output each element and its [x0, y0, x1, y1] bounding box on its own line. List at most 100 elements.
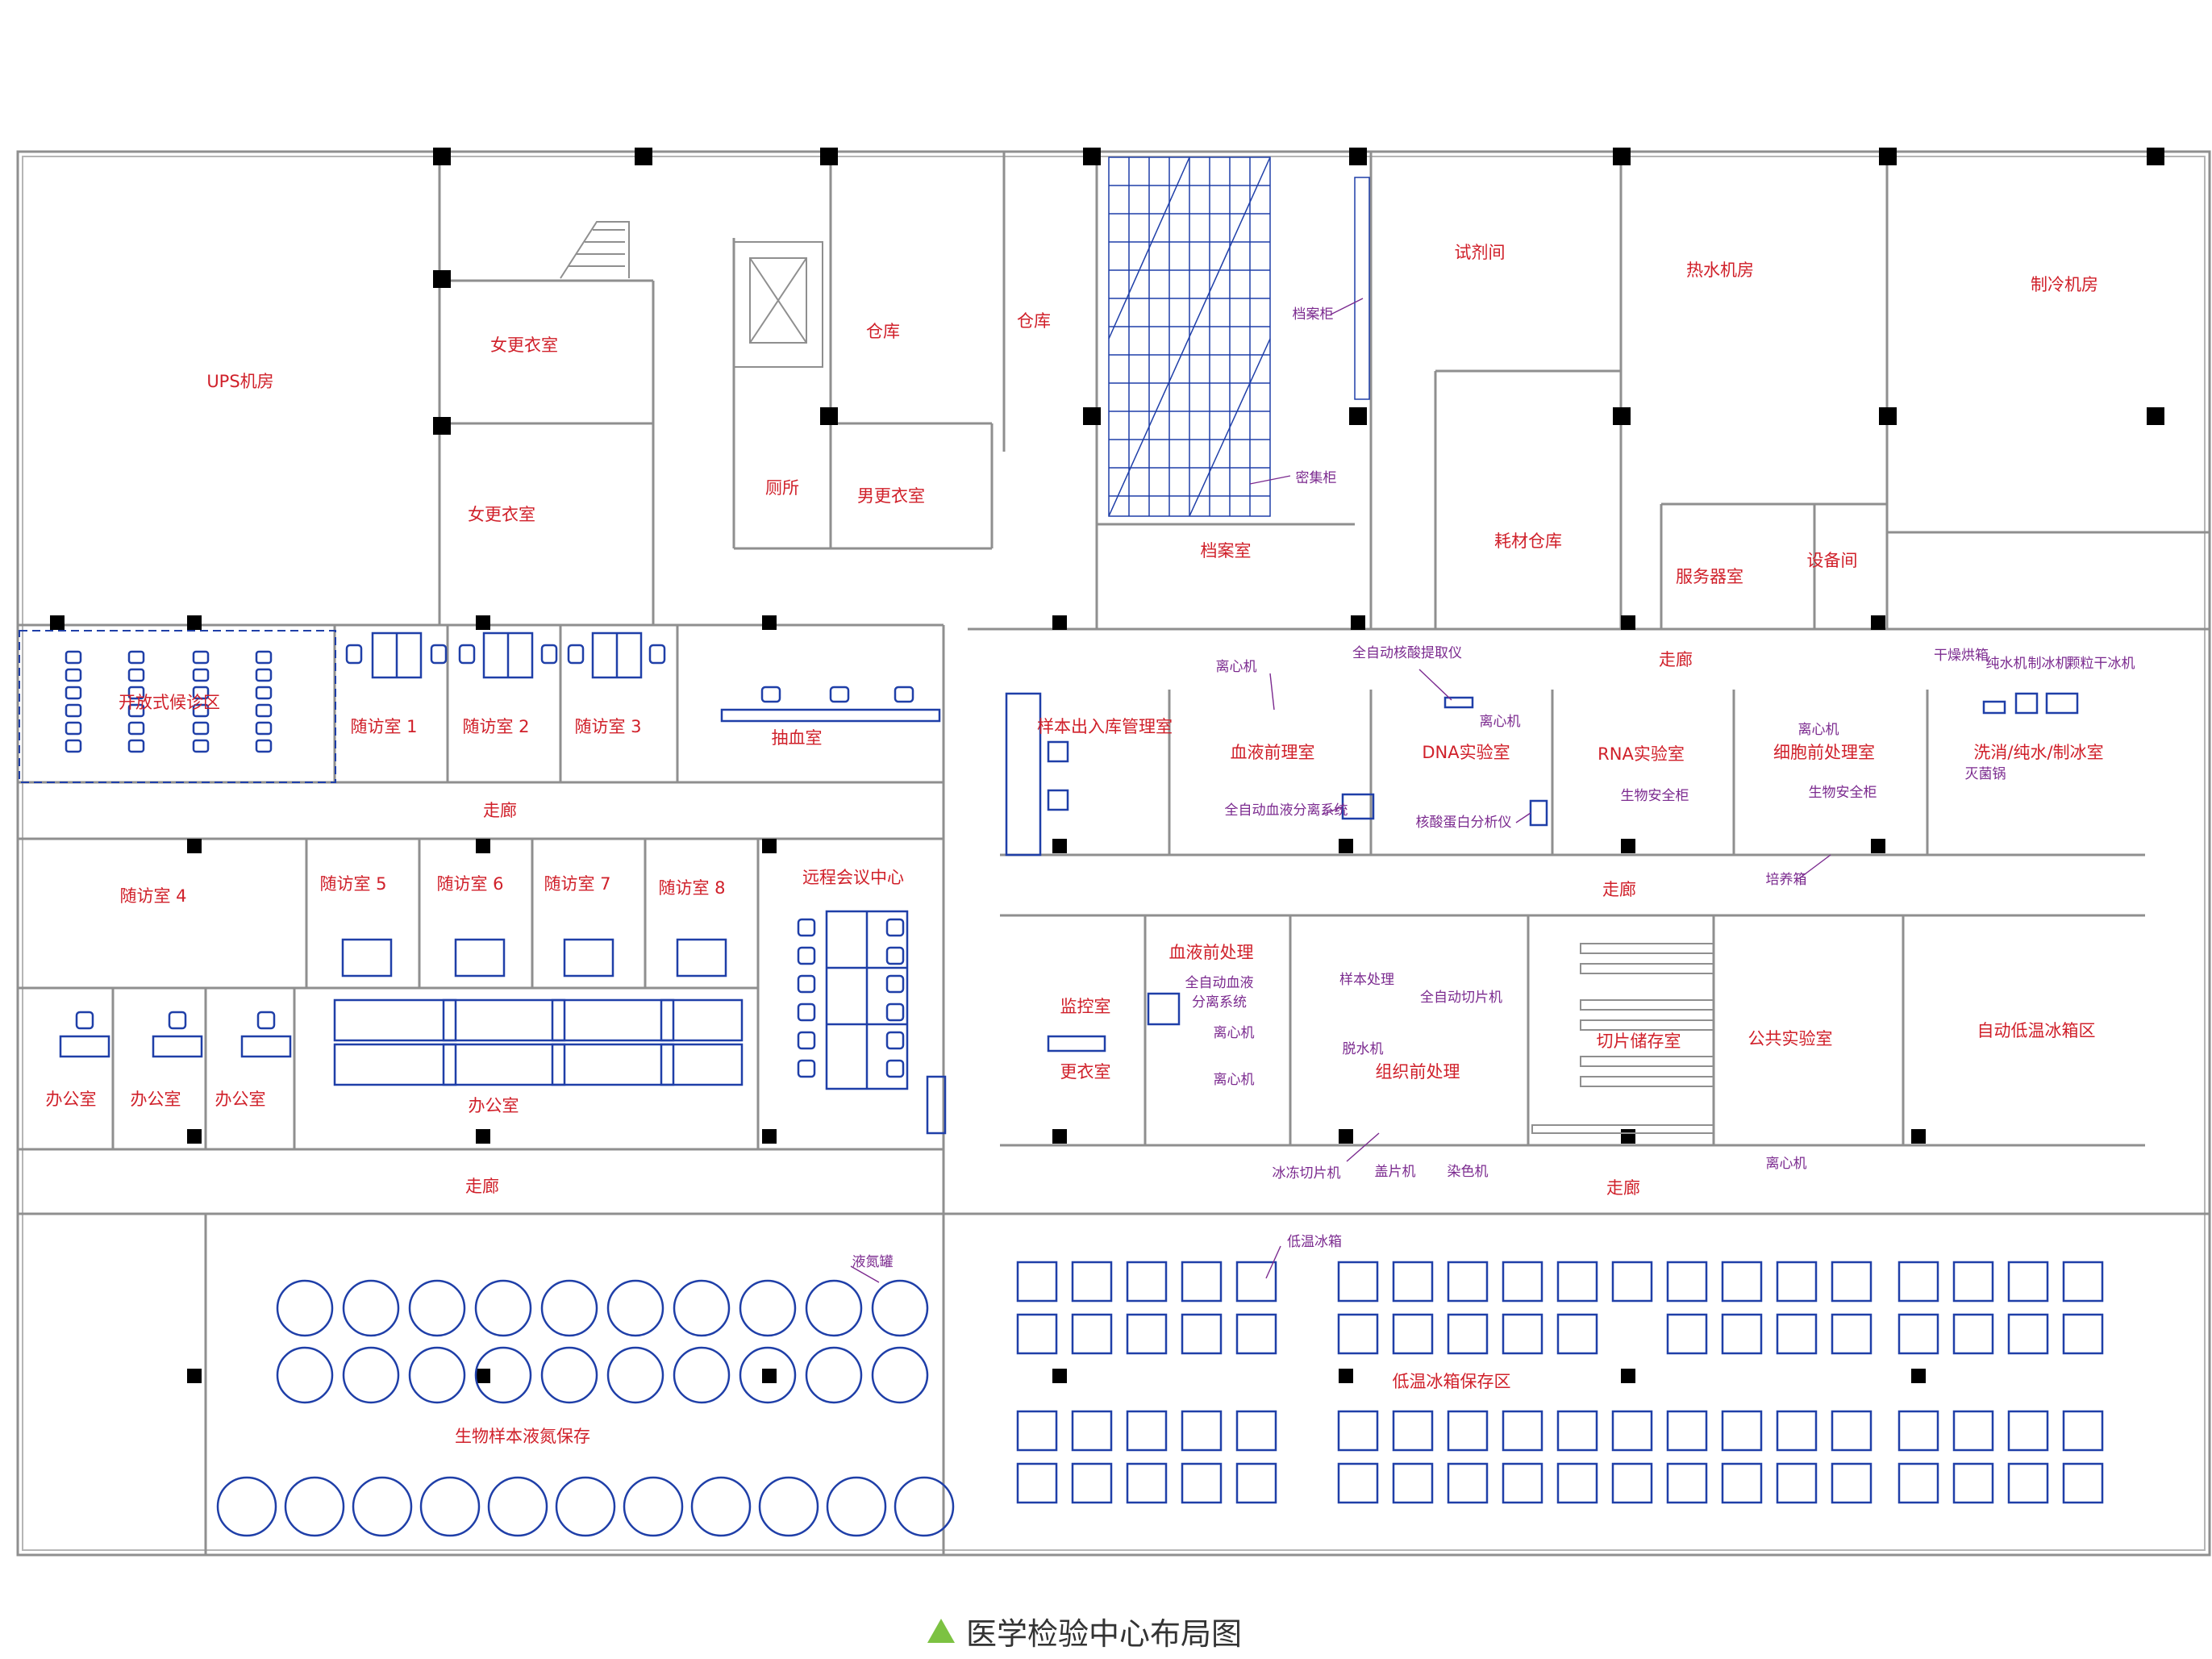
room-label-washing: 洗消/纯水/制冰室	[1973, 743, 2103, 762]
equipment-label-compact-shelf: 密集柜	[1296, 470, 1337, 486]
equipment-label-nucleic-extract: 全自动核酸提取仪	[1352, 645, 1462, 661]
room-label-corridor-mid: 走廊	[1602, 880, 1636, 899]
room-label-public-lab: 公共实验室	[1748, 1029, 1833, 1048]
equipment-label-auto-slicer: 全自动切片机	[1420, 990, 1502, 1006]
room-label-dna-lab: DNA实验室	[1422, 743, 1510, 762]
room-label-visit-1: 随访室 1	[350, 717, 417, 736]
equipment-label-centrifuge-5: 离心机	[1214, 1072, 1255, 1088]
room-label-corridor-left-2: 走廊	[465, 1177, 499, 1196]
equipment-label-sterilizer: 灭菌锅	[1965, 766, 2006, 782]
room-label-visit-6: 随访室 6	[436, 874, 503, 894]
room-label-cooling: 制冷机房	[2031, 275, 2098, 294]
room-label-consumables: 耗材仓库	[1494, 531, 1562, 551]
equipment-label-pure-water: 纯水机	[1986, 656, 2027, 672]
equipment-label-centrifuge-6: 离心机	[1766, 1156, 1807, 1172]
room-label-liquid-n2-storage: 生物样本液氮保存	[455, 1427, 590, 1446]
equipment-leader-lines	[850, 298, 1831, 1283]
room-label-reagent: 试剂间	[1455, 243, 1506, 262]
equipment-label-biosafety-2: 生物安全柜	[1809, 785, 1877, 801]
room-label-office-big: 办公室	[469, 1096, 519, 1115]
room-label-blood-pre: 血液前理室	[1231, 743, 1315, 762]
room-label-office-3: 办公室	[215, 1090, 266, 1109]
room-label-freezer-area: 自动低温冰箱区	[1977, 1021, 2096, 1040]
green-triangle-icon	[927, 1619, 955, 1643]
room-label-storage-2: 仓库	[1017, 311, 1051, 331]
equipment-label-centrifuge-3: 离心机	[1798, 722, 1839, 738]
room-label-blood-proc: 血液前处理	[1169, 943, 1254, 962]
liquid-nitrogen-tanks	[216, 1279, 955, 1537]
room-label-cell-pre: 细胞前处理室	[1773, 743, 1875, 762]
room-label-remote-meeting: 远程会议中心	[802, 868, 904, 887]
equipment-label-dehydrator: 脱水机	[1343, 1041, 1384, 1057]
room-labels: UPS机房 女更衣室 女更衣室 仓库 仓库 厕所 男更衣室 档案室 试剂间 热水…	[46, 243, 2104, 1446]
slice-storage-shelves	[1531, 943, 1714, 1134]
room-label-tissue-pre: 组织前处理	[1376, 1062, 1460, 1082]
equipment-label-nucleic-protein: 核酸蛋白分析仪	[1416, 815, 1512, 831]
room-label-office-1: 办公室	[46, 1090, 97, 1109]
room-label-visit-2: 随访室 2	[462, 717, 529, 736]
caption-title: 医学检验中心布局图	[966, 1615, 1243, 1652]
room-label-male-locker: 男更衣室	[857, 486, 925, 506]
room-label-visit-3: 随访室 3	[574, 717, 641, 736]
equipment-labels: 档案柜 密集柜 离心机 全自动核酸提取仪 离心机 干燥烘箱 纯水机 制冰机 颗粒…	[852, 306, 2135, 1270]
room-label-corridor-left-1: 走廊	[483, 801, 517, 820]
room-label-rna-lab: RNA实验室	[1598, 744, 1685, 764]
equipment-label-centrifuge-4: 离心机	[1214, 1025, 1255, 1041]
room-label-female-locker-2: 女更衣室	[468, 505, 535, 524]
room-label-visit-7: 随访室 7	[544, 874, 610, 894]
room-label-toilet: 厕所	[765, 478, 799, 498]
room-label-corridor-top-right: 走廊	[1659, 650, 1693, 669]
equipment-label-centrifuge-2: 离心机	[1480, 714, 1521, 730]
equipment-label-centrifuge-1: 离心机	[1216, 659, 1257, 675]
room-label-slice-storage: 切片储存室	[1597, 1032, 1681, 1051]
equipment-label-stainer: 染色机	[1448, 1164, 1489, 1180]
interior-walls	[18, 152, 2210, 1555]
room-label-visit-8: 随访室 8	[658, 878, 725, 898]
room-label-archives: 档案室	[1201, 541, 1252, 561]
equipment-label-biosafety-1: 生物安全柜	[1621, 788, 1689, 804]
lab-equipment	[1047, 692, 2079, 1053]
conference-table	[797, 910, 947, 1135]
equipment-label-blood-sep-auto: 全自动血液分离系统	[1225, 802, 1348, 819]
room-label-hot-water: 热水机房	[1686, 261, 1754, 280]
room-label-blood-draw: 抽血室	[772, 728, 823, 748]
low-temperature-freezers	[1016, 1261, 2104, 1504]
equipment-label-incubator: 培养箱	[1766, 872, 1807, 888]
equipment-label-blood-sep-full-1: 全自动血液	[1185, 975, 1254, 991]
visit-room-desks	[345, 632, 666, 679]
sample-management-cabinet	[1005, 692, 1069, 857]
equipment-label-blood-sep-full-2: 分离系统	[1192, 994, 1247, 1011]
equipment-label-granular-ice: 颗粒干冰机	[2067, 656, 2135, 672]
waiting-chairs	[65, 650, 273, 753]
waiting-area-boundary	[19, 630, 336, 783]
equipment-label-ice-maker: 制冰机	[2028, 656, 2069, 672]
equipment-label-low-temp-freezer: 低温冰箱	[1287, 1234, 1342, 1250]
room-label-visit-5: 随访室 5	[319, 874, 386, 894]
equipment-label-cryo-slicer: 冰冻切片机	[1273, 1165, 1341, 1182]
office-desks	[59, 938, 744, 1086]
equipment-label-sample-proc: 样本处理	[1339, 972, 1394, 988]
outer-walls	[16, 150, 2211, 1557]
room-label-sample-mgmt: 样本出入库管理室	[1037, 717, 1173, 736]
room-label-server: 服务器室	[1676, 567, 1743, 586]
stairs-elevator	[560, 221, 823, 368]
equipment-label-liquid-n2-tank: 液氮罐	[852, 1254, 894, 1270]
room-label-waiting: 开放式候诊区	[119, 693, 220, 712]
room-label-ups: UPS机房	[206, 372, 273, 391]
room-label-office-2: 办公室	[131, 1090, 181, 1109]
room-label-corridor-right-2: 走廊	[1606, 1178, 1640, 1198]
room-label-storage-1: 仓库	[866, 322, 900, 341]
blood-draw-counter	[720, 686, 941, 723]
figure-caption: 医学检验中心布局图	[927, 1613, 1242, 1652]
structural-columns	[50, 148, 2164, 1383]
room-label-monitor: 监控室	[1060, 997, 1111, 1016]
room-label-locker: 更衣室	[1060, 1062, 1111, 1082]
room-label-freezer-storage: 低温冰箱保存区	[1393, 1372, 1511, 1391]
equipment-label-archive-cabinet: 档案柜	[1293, 306, 1334, 323]
compact-shelving	[1108, 156, 1370, 517]
room-label-visit-4: 随访室 4	[119, 886, 186, 906]
equipment-label-dryer: 干燥烘箱	[1934, 648, 1989, 664]
room-label-female-locker-1: 女更衣室	[490, 336, 558, 355]
equipment-label-coverslipper: 盖片机	[1375, 1164, 1416, 1180]
